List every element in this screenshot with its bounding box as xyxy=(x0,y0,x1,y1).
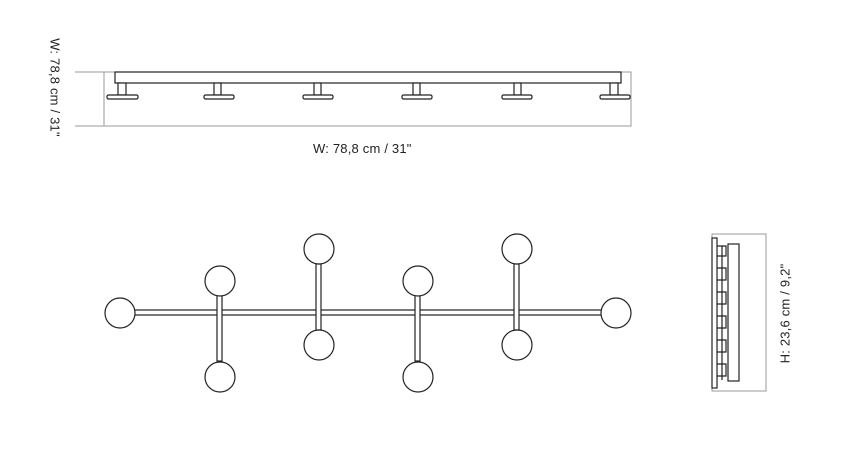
front-view xyxy=(104,233,632,393)
top-view-hook xyxy=(203,82,235,100)
side-view-hooks xyxy=(717,245,727,380)
front-view-knob xyxy=(402,265,434,297)
front-view-knob xyxy=(303,329,335,361)
front-view-vertical-bar xyxy=(513,263,520,331)
front-view-vertical-bar xyxy=(216,294,223,362)
top-view-hook xyxy=(599,82,631,100)
front-view-knob xyxy=(501,329,533,361)
top-view xyxy=(75,71,632,127)
front-view-knob xyxy=(104,297,136,329)
front-view-vertical-bar xyxy=(315,263,322,331)
top-view-rail xyxy=(114,71,622,84)
top-view-width-label: W: 78,8 cm / 31" xyxy=(313,141,412,156)
side-view xyxy=(711,233,767,392)
front-view-knob xyxy=(204,265,236,297)
side-view-height-label: H: 23,6 cm / 9,2" xyxy=(777,263,793,364)
front-view-vertical-bar xyxy=(414,294,421,362)
side-view-wall-plate xyxy=(711,237,718,389)
front-view-horizontal-bar xyxy=(132,309,604,316)
top-view-hook xyxy=(401,82,433,100)
front-view-knob xyxy=(204,361,236,393)
top-view-hook xyxy=(501,82,533,100)
front-view-knob xyxy=(501,233,533,265)
front-view-knob xyxy=(402,361,434,393)
front-view-knob xyxy=(600,297,632,329)
top-view-side-width-label: W: 78,8 cm / 31" xyxy=(47,38,63,137)
top-view-hook xyxy=(302,82,334,100)
top-view-hook xyxy=(106,82,139,100)
side-view-rail xyxy=(727,243,740,382)
front-view-knob xyxy=(303,233,335,265)
